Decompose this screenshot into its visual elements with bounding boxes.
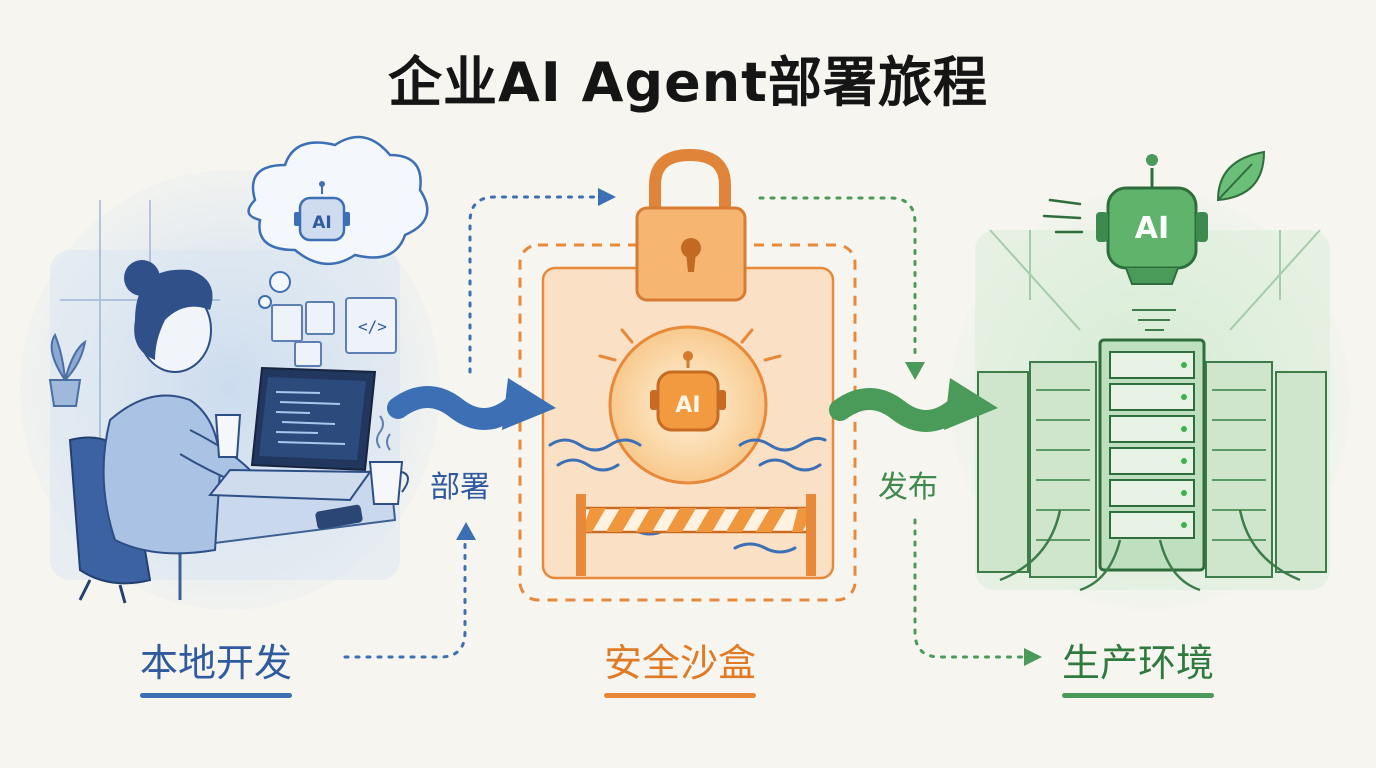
laptop-illustration <box>207 366 377 502</box>
stage-label-production-text: 生产环境 <box>1062 641 1215 685</box>
developer-illustration: </> <box>20 135 440 610</box>
production-illustration: AI <box>950 150 1350 610</box>
stage-label-production: 生产环境 <box>1062 632 1215 698</box>
release-arrow <box>829 378 998 432</box>
code-tag-note: </> <box>358 317 387 336</box>
stage-label-sandbox-text: 安全沙盒 <box>604 641 757 685</box>
dotted-arrowhead-up <box>456 522 476 540</box>
stage-underline-green <box>1062 693 1215 698</box>
production-ai-text: AI <box>1135 211 1169 246</box>
stage-label-sandbox: 安全沙盒 <box>604 632 757 698</box>
release-label: 发布 <box>878 470 938 505</box>
sandbox-robot-icon <box>650 351 726 432</box>
stage-label-local-dev: 本地开发 <box>140 632 293 698</box>
dotted-arrowhead-right <box>598 188 616 206</box>
server-rack-icon <box>1098 338 1206 572</box>
production-robot-icon <box>1096 154 1208 285</box>
diagram-title: 企业AI Agent部署旅程 <box>387 51 988 114</box>
deploy-label: 部署 <box>430 470 490 505</box>
leaf-icon <box>1216 150 1266 202</box>
sandbox-illustration: AI <box>518 148 857 602</box>
bubble-ai-text: AI <box>312 213 331 233</box>
dotted-arrowhead-right-green <box>1024 648 1042 666</box>
dotted-arrowhead-down <box>905 362 925 380</box>
robot-icon <box>294 181 350 242</box>
thought-bubble: AI <box>247 135 429 309</box>
stage-underline-blue <box>140 693 293 698</box>
stage-underline-orange <box>604 693 757 698</box>
barrier-icon <box>576 494 816 576</box>
deploy-arrow <box>387 378 556 430</box>
sandbox-ai-text: AI <box>675 393 700 418</box>
dotted-connector-green <box>758 196 1027 659</box>
stage-label-local-dev-text: 本地开发 <box>140 641 293 685</box>
lock-icon <box>635 148 747 302</box>
dotted-connector-blue <box>343 195 602 659</box>
